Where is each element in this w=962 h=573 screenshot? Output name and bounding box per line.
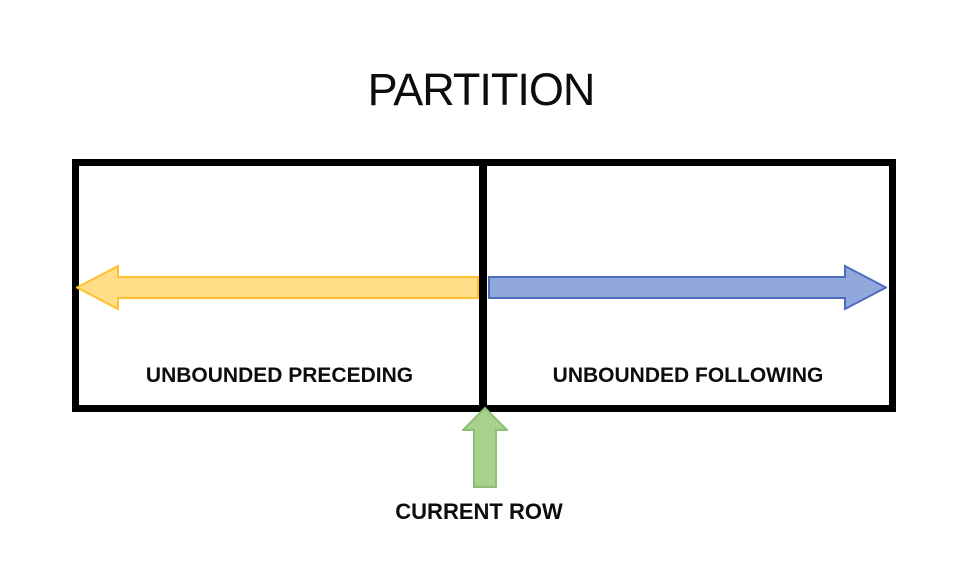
preceding-left-arrow-icon — [76, 264, 479, 311]
following-right-arrow-icon — [488, 264, 887, 311]
unbounded-following-label: UNBOUNDED FOLLOWING — [552, 364, 824, 387]
partition-divider — [479, 159, 487, 412]
diagram-title: PARTITION — [367, 64, 596, 115]
current-row-label: CURRENT ROW — [395, 499, 563, 524]
unbounded-preceding-label: UNBOUNDED PRECEDING — [145, 364, 414, 387]
current-row-up-arrow-icon — [462, 407, 508, 488]
